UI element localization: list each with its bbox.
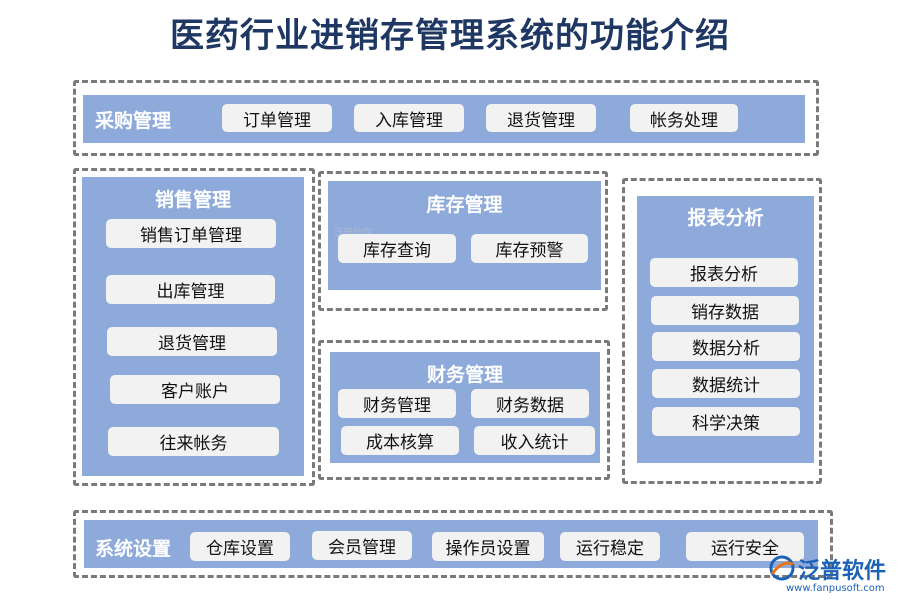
finance-title: 财务管理 (426, 364, 503, 386)
chip-data-statistics[interactable]: 数据统计 (652, 369, 800, 398)
purchase-section (73, 80, 819, 156)
chip-warehouse-settings[interactable]: 仓库设置 (190, 532, 290, 561)
chip-stable-operation[interactable]: 运行稳定 (560, 532, 660, 561)
chip-cost-accounting[interactable]: 成本核算 (341, 426, 459, 455)
chip-sales-order-management[interactable]: 销售订单管理 (106, 219, 276, 248)
chip-finance-data[interactable]: 财务数据 (471, 389, 589, 418)
sales-title: 销售管理 (154, 189, 231, 211)
brand-name: 泛普软件 (798, 559, 887, 584)
chip-order-management[interactable]: 订单管理 (222, 104, 332, 132)
chip-scientific-decision[interactable]: 科学决策 (652, 407, 800, 436)
system-title: 系统设置 (95, 538, 172, 560)
chip-stock-out-management[interactable]: 出库管理 (106, 275, 275, 304)
brand-logo-icon (768, 554, 796, 582)
inventory-title: 库存管理 (426, 194, 503, 216)
chip-stock-in-management[interactable]: 入库管理 (354, 104, 464, 132)
report-title: 报表分析 (687, 207, 764, 229)
chip-operator-settings[interactable]: 操作员设置 (432, 532, 544, 561)
chip-purchase-return-management[interactable]: 退货管理 (486, 104, 596, 132)
chip-finance-management[interactable]: 财务管理 (338, 389, 456, 418)
chip-income-statistics[interactable]: 收入统计 (474, 426, 595, 455)
page-title: 医药行业进销存管理系统的功能介绍 (170, 16, 730, 56)
chip-account-processing[interactable]: 帐务处理 (630, 104, 738, 132)
chip-data-analysis[interactable]: 数据分析 (652, 332, 800, 361)
chip-inventory-query[interactable]: 库存查询 (338, 234, 456, 263)
inventory-section (318, 171, 608, 311)
report-section (622, 178, 822, 484)
chip-member-management[interactable]: 会员管理 (312, 531, 412, 560)
chip-customer-account[interactable]: 客户账户 (110, 375, 280, 404)
chip-inventory-warning[interactable]: 库存预警 (471, 234, 588, 263)
purchase-title: 采购管理 (95, 110, 172, 132)
chip-sales-return-management[interactable]: 退货管理 (107, 327, 277, 356)
system-section (73, 510, 833, 578)
finance-section (318, 340, 610, 480)
chip-secure-operation[interactable]: 运行安全 (686, 532, 804, 561)
brand-url: www.fanpusoft.com (786, 583, 885, 594)
sales-section (73, 168, 315, 486)
center-watermark-text: 泛普软件 (333, 224, 373, 239)
chip-sales-inventory-data[interactable]: 销存数据 (651, 296, 799, 325)
chip-current-accounts[interactable]: 往来帐务 (108, 427, 279, 456)
chip-report-analysis[interactable]: 报表分析 (650, 258, 798, 287)
